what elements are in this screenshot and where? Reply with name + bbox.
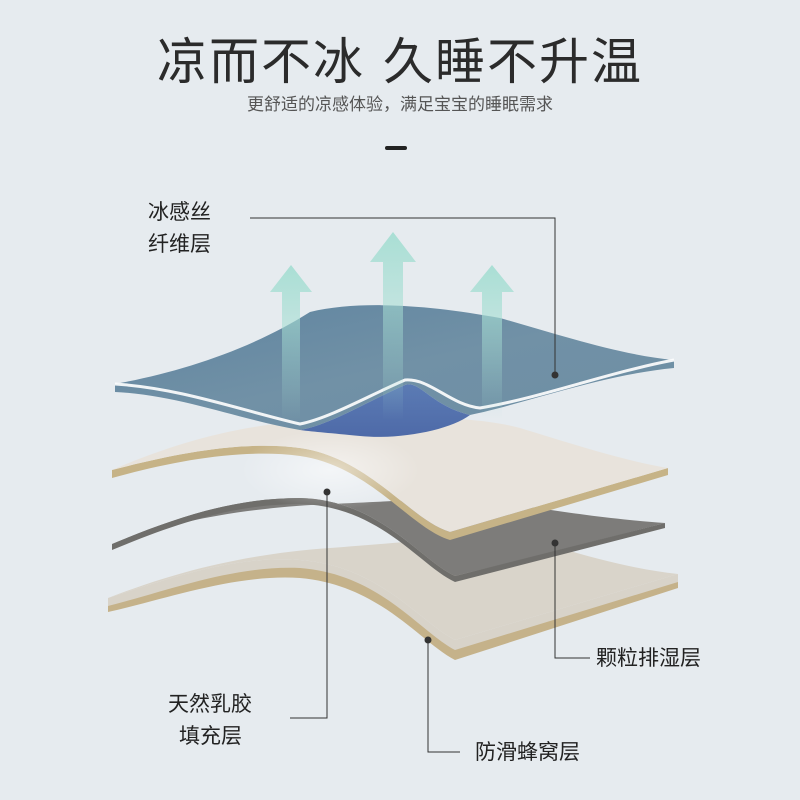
leader-line-ice-silk: [250, 217, 556, 375]
label-particle: 颗粒排湿层: [596, 642, 701, 674]
label-latex-line2: 填充层: [179, 724, 242, 748]
title-divider: [385, 146, 407, 150]
leader-dots: [323, 371, 559, 644]
arrow-up-icon: [470, 265, 514, 420]
layer-particle: [112, 498, 665, 582]
layer-latex: [112, 418, 668, 540]
page-subtitle: 更舒适的凉感体验，满足宝宝的睡眠需求: [247, 95, 553, 115]
label-latex-line1: 天然乳胶: [168, 692, 252, 716]
heat-dissipation-arrows: [270, 232, 514, 420]
arrow-up-icon: [370, 232, 416, 420]
label-ice-silk-line2: 纤维层: [148, 232, 211, 256]
label-latex: 天然乳胶 填充层: [168, 688, 252, 752]
page-title: 凉而不冰 久睡不升温: [157, 33, 643, 91]
label-ice-silk: 冰感丝 纤维层: [148, 196, 211, 260]
label-antislip-text: 防滑蜂窝层: [475, 740, 580, 764]
layer-antislip: [108, 537, 678, 660]
leader-line-latex: [290, 492, 328, 719]
leader-line-antislip: [427, 640, 460, 753]
leader-dot: [424, 636, 432, 644]
leader-dot: [551, 539, 559, 547]
leader-line-particle: [554, 543, 590, 659]
label-antislip: 防滑蜂窝层: [475, 736, 580, 768]
leader-dot: [551, 371, 559, 379]
leader-dot: [323, 488, 331, 496]
arrow-up-icon: [270, 265, 312, 420]
leader-lines: [250, 217, 590, 753]
label-ice-silk-line1: 冰感丝: [148, 200, 211, 224]
label-particle-text: 颗粒排湿层: [596, 646, 701, 670]
